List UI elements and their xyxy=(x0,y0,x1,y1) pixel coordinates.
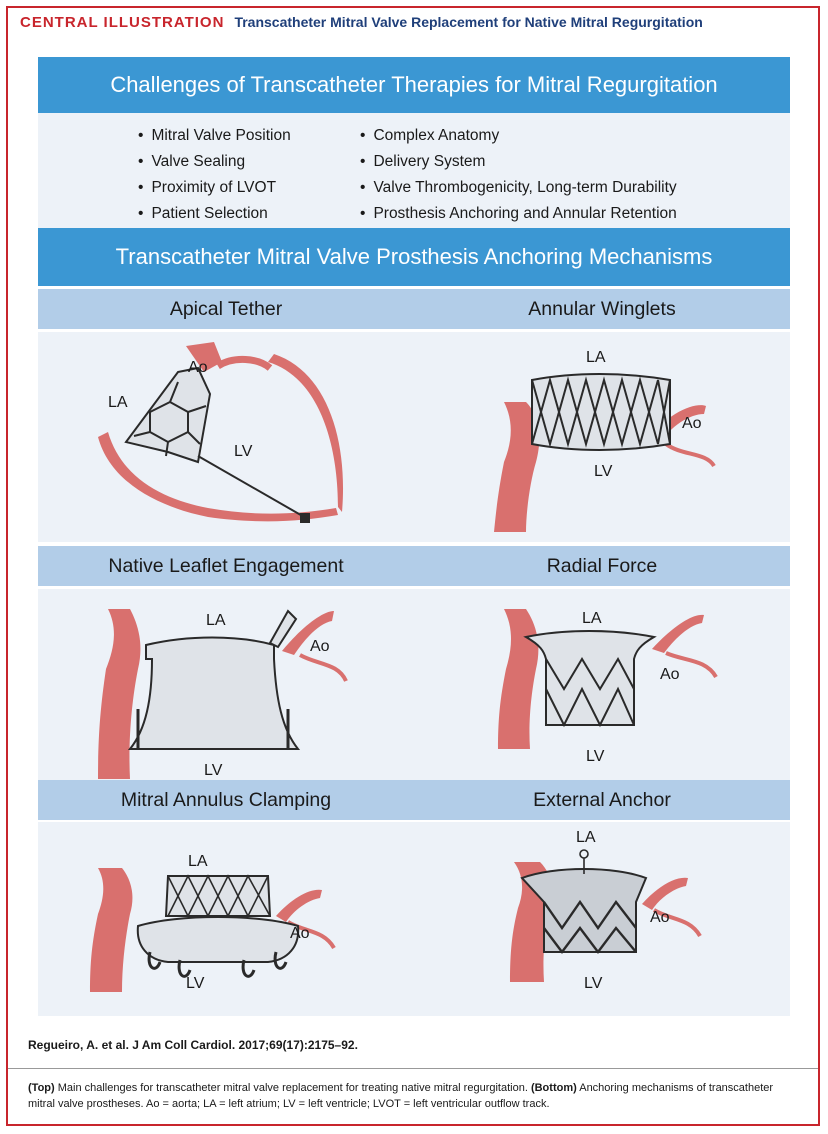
mechanism-title-annular-winglets: Annular Winglets xyxy=(528,298,676,320)
mechanism-header-row: Apical Tether Annular Winglets xyxy=(38,289,790,329)
illustration-radial-force: LA Ao LV xyxy=(414,589,790,799)
label-ao: Ao xyxy=(188,359,208,376)
mechanism-title-apical-tether: Apical Tether xyxy=(169,298,283,320)
challenges-banner: Challenges of Transcatheter Therapies fo… xyxy=(38,57,790,113)
illustration-apical-tether: Ao LA LV xyxy=(38,332,414,542)
label-lv: LV xyxy=(234,443,253,460)
mechanism-title-radial-force: Radial Force xyxy=(546,555,658,577)
challenge-item: Patient Selection xyxy=(138,201,291,227)
label-ao: Ao xyxy=(290,925,310,942)
label-lv: LV xyxy=(186,975,205,992)
challenge-item: Valve Sealing xyxy=(138,149,291,175)
mechanisms-banner: Transcatheter Mitral Valve Prosthesis An… xyxy=(38,228,790,286)
caption-top-label: (Top) xyxy=(28,1082,55,1094)
illustration-annular-winglets: LA Ao LV xyxy=(414,332,790,542)
label-la: LA xyxy=(188,853,208,870)
challenge-item: Mitral Valve Position xyxy=(138,123,290,149)
caption-bottom-label: (Bottom) xyxy=(530,1082,577,1094)
mechanism-header-row: Mitral Annulus Clamping External Anchor xyxy=(38,780,790,820)
illustration-native-leaflet: LA Ao LV xyxy=(38,589,414,799)
label-lv: LV xyxy=(594,463,613,480)
illustration-annulus-clamping: LA Ao LV xyxy=(38,822,414,1016)
figure-header: CENTRAL ILLUSTRATION Transcatheter Mitra… xyxy=(8,8,818,36)
figure-border xyxy=(6,6,820,1126)
label-la: LA xyxy=(108,394,128,411)
label-la: LA xyxy=(576,829,596,846)
mechanism-title-native-leaflet: Native Leaflet Engagement xyxy=(108,555,344,577)
figure-label: CENTRAL ILLUSTRATION xyxy=(20,13,225,31)
figure-caption: (Top) Main challenges for transcatheter … xyxy=(28,1080,798,1112)
divider xyxy=(8,1068,818,1069)
label-lv: LV xyxy=(586,748,605,765)
mechanism-header-row: Native Leaflet Engagement Radial Force xyxy=(38,546,790,586)
label-ao: Ao xyxy=(310,638,330,655)
challenge-item: Complex Anatomy xyxy=(360,123,677,149)
citation: Regueiro, A. et al. J Am Coll Cardiol. 2… xyxy=(28,1038,358,1052)
figure-title: Transcatheter Mitral Valve Replacement f… xyxy=(234,14,703,30)
label-la: LA xyxy=(582,610,602,627)
challenge-item: Delivery System xyxy=(360,149,677,175)
challenges-left-column: Mitral Valve Position Valve Sealing Prox… xyxy=(138,123,291,227)
caption-top-text: Main challenges for transcatheter mitral… xyxy=(54,1082,531,1094)
challenges-title: Challenges of Transcatheter Therapies fo… xyxy=(110,72,718,97)
challenges-right-column: Complex Anatomy Delivery System Valve Th… xyxy=(360,123,677,227)
label-ao: Ao xyxy=(682,415,702,432)
label-la: LA xyxy=(586,349,606,366)
label-la: LA xyxy=(206,612,226,629)
mechanism-title-external-anchor: External Anchor xyxy=(533,789,671,811)
challenge-item: Valve Thrombogenicity, Long-term Durabil… xyxy=(360,175,677,201)
label-lv: LV xyxy=(584,975,603,992)
caption-bottom-text: Anchoring mechanisms of transcatheter mi… xyxy=(28,1082,774,1110)
label-ao: Ao xyxy=(650,909,670,926)
mechanism-title-annulus-clamping: Mitral Annulus Clamping xyxy=(120,789,332,811)
label-ao: Ao xyxy=(660,666,680,683)
mechanisms-title: Transcatheter Mitral Valve Prosthesis An… xyxy=(115,244,713,269)
challenge-item: Prosthesis Anchoring and Annular Retenti… xyxy=(360,201,676,227)
challenges-list: Mitral Valve Position Valve Sealing Prox… xyxy=(38,113,790,228)
illustration-external-anchor: LA Ao LV xyxy=(414,822,790,1016)
label-lv: LV xyxy=(204,762,223,779)
challenge-item: Proximity of LVOT xyxy=(138,175,291,201)
